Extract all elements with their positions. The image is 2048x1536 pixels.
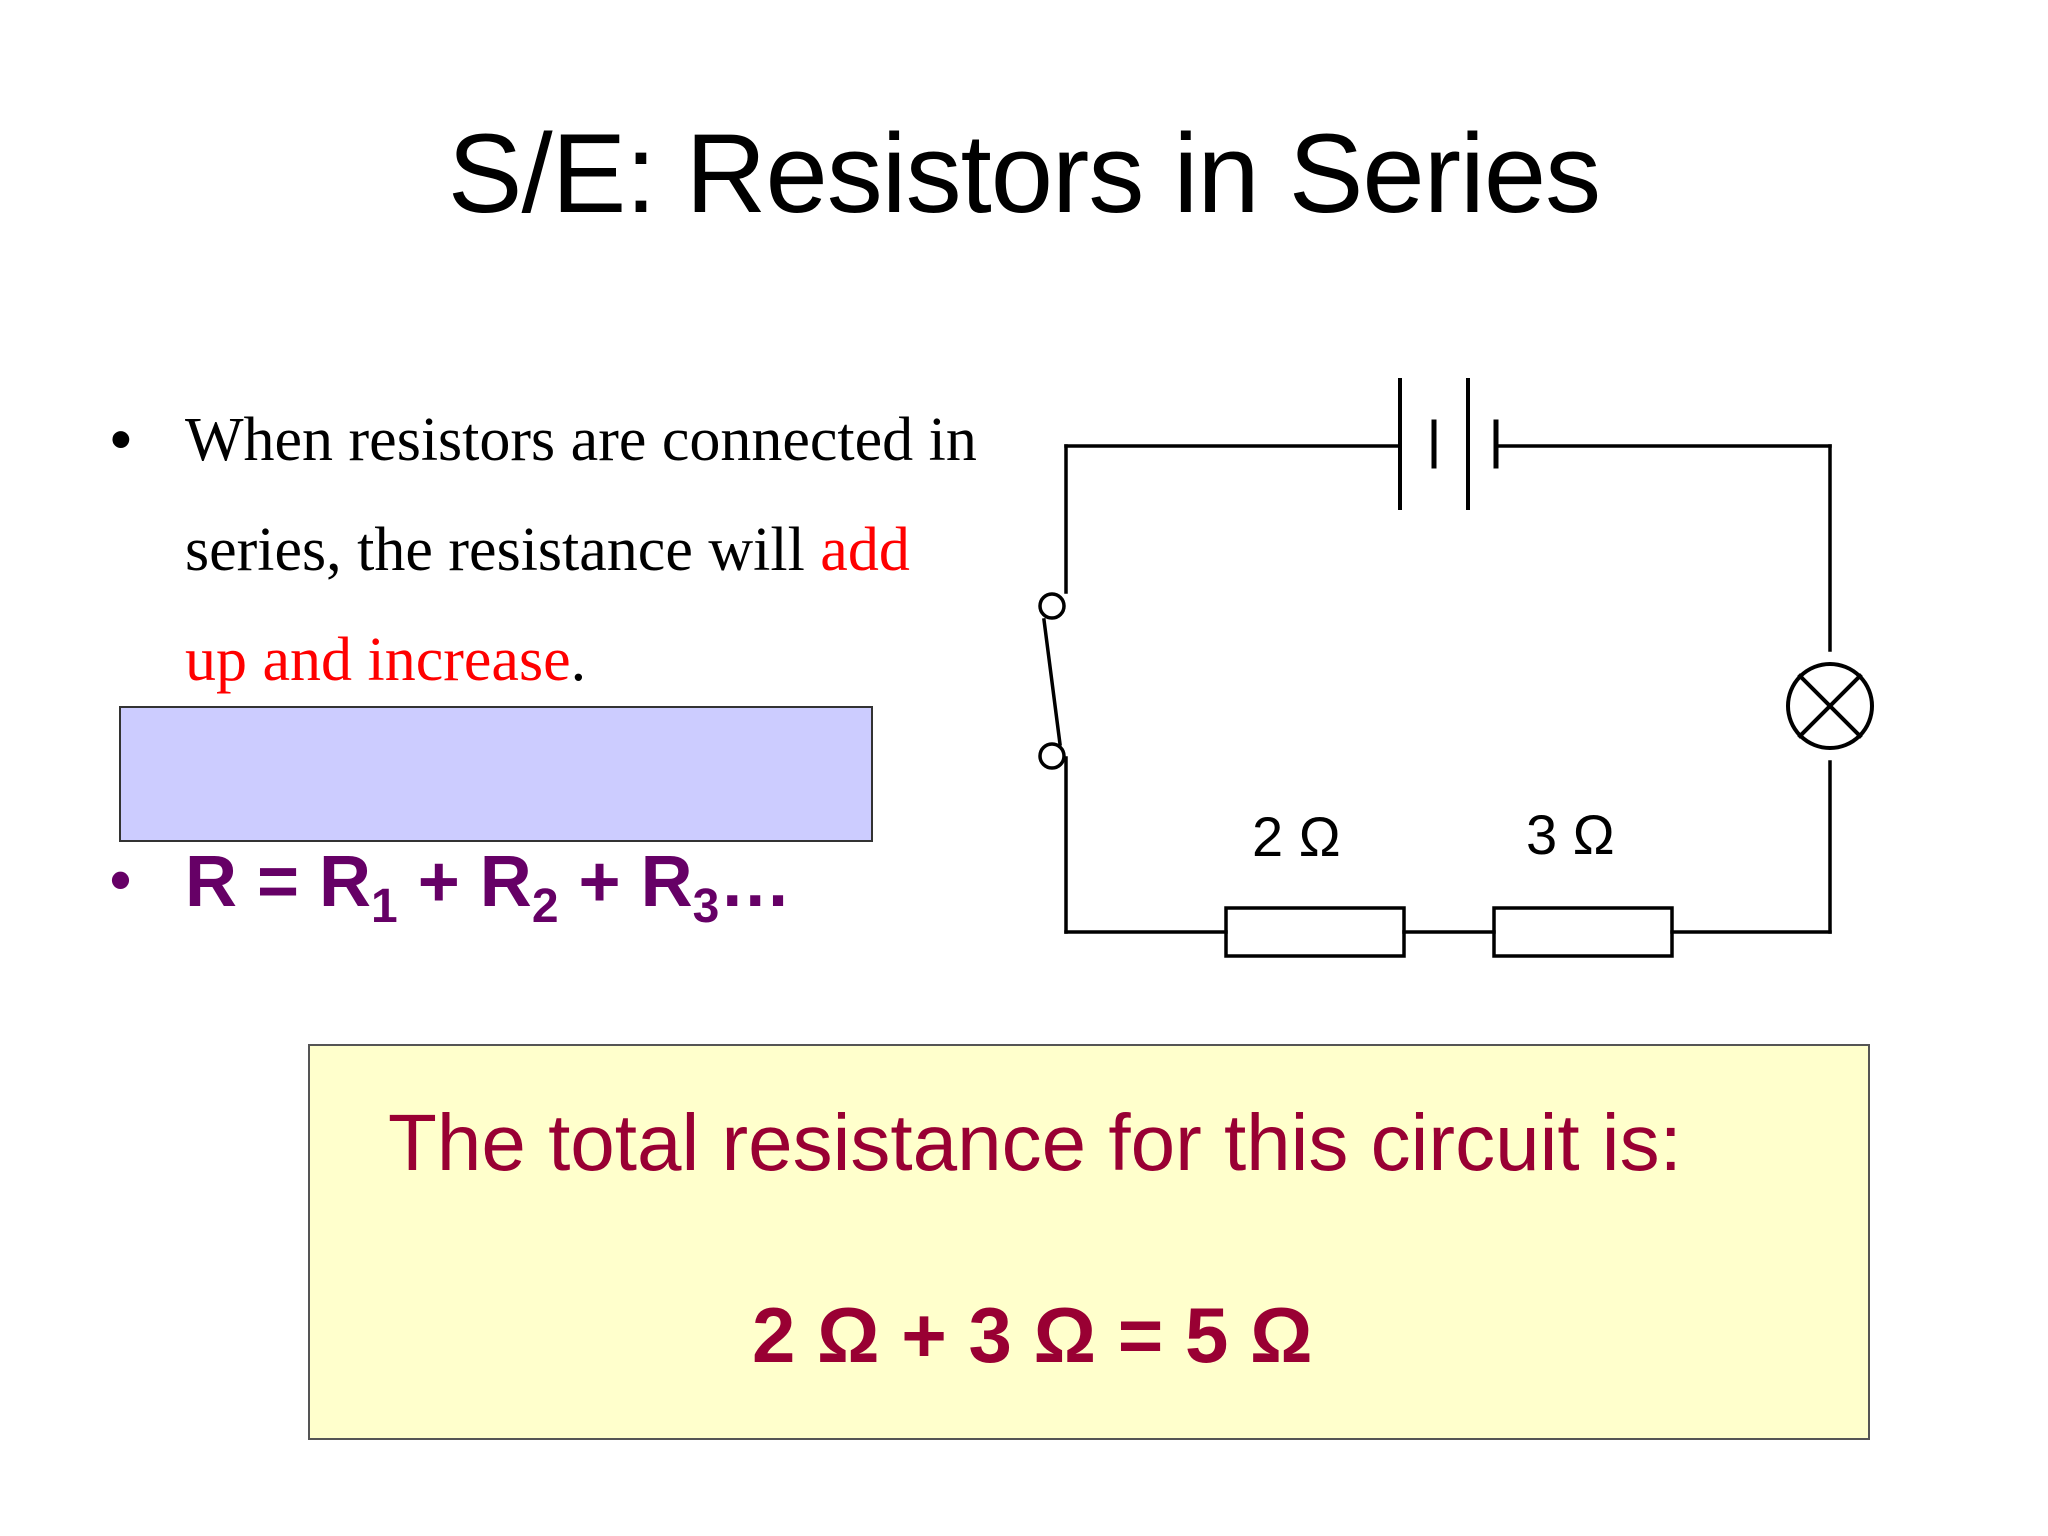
series-formula: •R = R1 + R2 + R3… xyxy=(110,842,792,934)
resistor-1-label: 2 Ω xyxy=(1252,805,1341,868)
formula-bullet-marker: • xyxy=(110,846,132,913)
formula-plus-1: + R xyxy=(397,842,532,922)
slide-title: S/E: Resistors in Series xyxy=(447,111,1601,236)
formula-ellipsis: … xyxy=(719,842,792,922)
switch-terminal-bottom xyxy=(1038,742,1066,770)
switch-terminal-top xyxy=(1038,592,1066,620)
bullet-point-1: • When resistors are connected in series… xyxy=(110,385,977,715)
bullet-text-highlight: add up and increase xyxy=(185,516,910,694)
highlight-box xyxy=(119,706,873,842)
bullet-text-plain: When resistors are connected in series, … xyxy=(185,406,977,584)
answer-prompt: The total resistance for this circuit is… xyxy=(388,1098,1682,1187)
switch-lever xyxy=(1042,618,1062,746)
formula-plus-2: + R xyxy=(558,842,693,922)
formula-sub-2: 2 xyxy=(531,880,559,933)
answer-calculation: 2 Ω + 3 Ω = 5 Ω xyxy=(752,1291,1313,1379)
resistor-2 xyxy=(1492,906,1674,958)
resistor-2-label: 3 Ω xyxy=(1526,803,1615,866)
formula-r: R = R xyxy=(185,842,372,922)
answer-box xyxy=(308,1044,1870,1440)
lamp-symbol xyxy=(1786,662,1874,750)
circuit-diagram xyxy=(1038,378,1874,958)
resistor-1 xyxy=(1224,906,1406,958)
bullet-text: When resistors are connected in series, … xyxy=(185,385,985,715)
formula-sub-3: 3 xyxy=(692,880,720,933)
formula-sub-1: 1 xyxy=(371,880,398,933)
bullet-text-end: . xyxy=(570,626,587,694)
bullet-marker: • xyxy=(110,405,132,474)
